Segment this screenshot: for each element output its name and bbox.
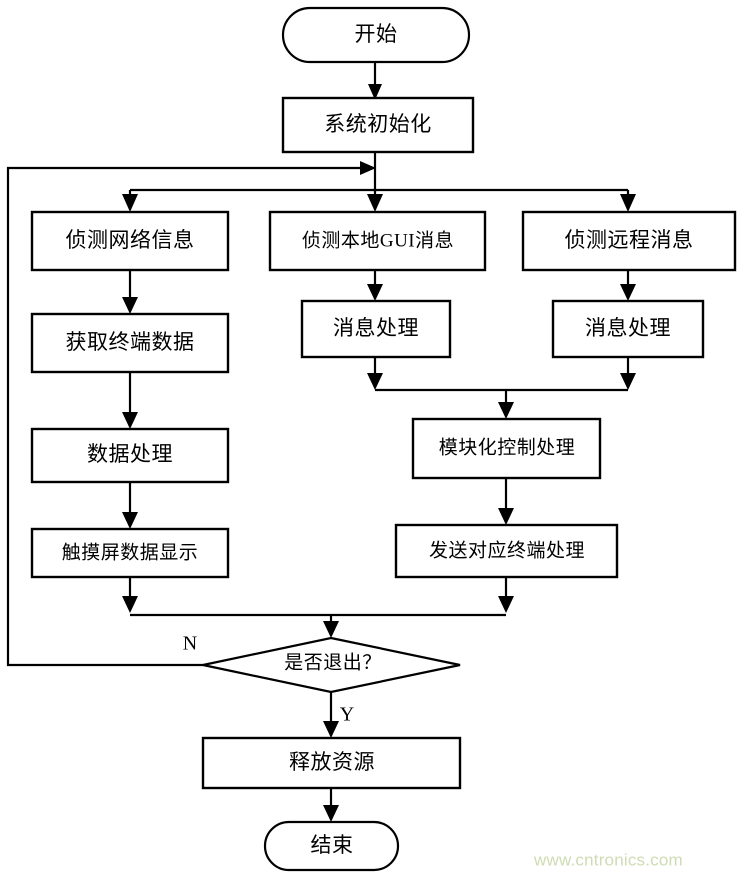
edge-release-to-end — [323, 788, 339, 822]
node-touch-display-label: 触摸屏数据显示 — [62, 541, 199, 563]
node-msg-process-remote[interactable]: 消息处理 — [551, 299, 705, 359]
node-send-terminal-label: 发送对应终端处理 — [429, 539, 585, 561]
node-release-resource[interactable]: 释放资源 — [201, 736, 462, 790]
node-start[interactable]: 开始 — [281, 6, 471, 64]
node-detect-remote[interactable]: 侦测远程消息 — [521, 210, 737, 272]
node-msg-process-local-label: 消息处理 — [333, 316, 419, 340]
edge-msg-local-to-merge — [367, 357, 383, 390]
edge-decision-to-release — [323, 692, 339, 738]
node-release-resource-label: 释放资源 — [289, 750, 375, 774]
node-detect-network[interactable]: 侦测网络信息 — [30, 210, 230, 272]
edge-get-data-to-data-process — [122, 372, 138, 429]
node-detect-network-label: 侦测网络信息 — [66, 228, 195, 252]
node-detect-local-gui-label: 侦测本地GUI消息 — [302, 229, 454, 251]
edge-label-yes: Y — [340, 704, 354, 726]
connectors-layer — [6, 62, 636, 822]
node-end[interactable]: 结束 — [263, 820, 400, 872]
node-start-label: 开始 — [355, 22, 398, 46]
node-get-terminal-data[interactable]: 获取终端数据 — [30, 312, 230, 374]
watermark-text: www.cntronics.com — [533, 850, 683, 869]
edge-bottom-merge-bar — [130, 613, 506, 638]
edge-labels-layer: N Y — [183, 633, 354, 726]
node-data-process[interactable]: 数据处理 — [30, 427, 230, 484]
edge-detect-network-to-get-data — [122, 270, 138, 314]
node-end-label: 结束 — [311, 833, 354, 857]
nodes-layer: 开始 系统初始化 侦测网络信息 获取终端数据 数据处理 — [30, 6, 737, 872]
node-system-init[interactable]: 系统初始化 — [281, 96, 475, 154]
edge-detect-remote-to-msg-remote — [620, 270, 636, 301]
edge-msg-merge-bar — [375, 388, 628, 419]
watermark: www.cntronics.com — [533, 850, 683, 869]
node-msg-process-remote-label: 消息处理 — [585, 316, 671, 340]
edge-send-to-merge — [498, 577, 514, 613]
node-system-init-label: 系统初始化 — [324, 112, 432, 136]
edge-touch-display-to-merge — [122, 577, 138, 613]
edge-data-process-to-touch-display — [122, 482, 138, 529]
edge-label-no: N — [183, 633, 197, 655]
node-detect-remote-label: 侦测远程消息 — [565, 228, 694, 252]
node-decision-exit-label: 是否退出？ — [284, 651, 382, 673]
edge-fanout-bar — [122, 188, 636, 212]
edge-loopback-no — [6, 161, 376, 667]
node-data-process-label: 数据处理 — [87, 442, 173, 466]
edge-detect-gui-to-msg-local — [367, 270, 383, 301]
node-send-terminal[interactable]: 发送对应终端处理 — [394, 523, 619, 579]
node-decision-exit[interactable]: 是否退出？ — [202, 636, 461, 694]
node-modular-control-label: 模块化控制处理 — [439, 436, 576, 458]
node-detect-local-gui[interactable]: 侦测本地GUI消息 — [268, 210, 487, 272]
node-modular-control[interactable]: 模块化控制处理 — [411, 417, 602, 480]
node-touch-display[interactable]: 触摸屏数据显示 — [30, 527, 230, 579]
edge-msg-remote-to-merge — [620, 357, 636, 390]
edge-modular-to-send — [498, 478, 514, 525]
node-get-terminal-data-label: 获取终端数据 — [66, 330, 195, 354]
edge-start-to-init — [368, 62, 382, 100]
node-msg-process-local[interactable]: 消息处理 — [300, 299, 452, 359]
